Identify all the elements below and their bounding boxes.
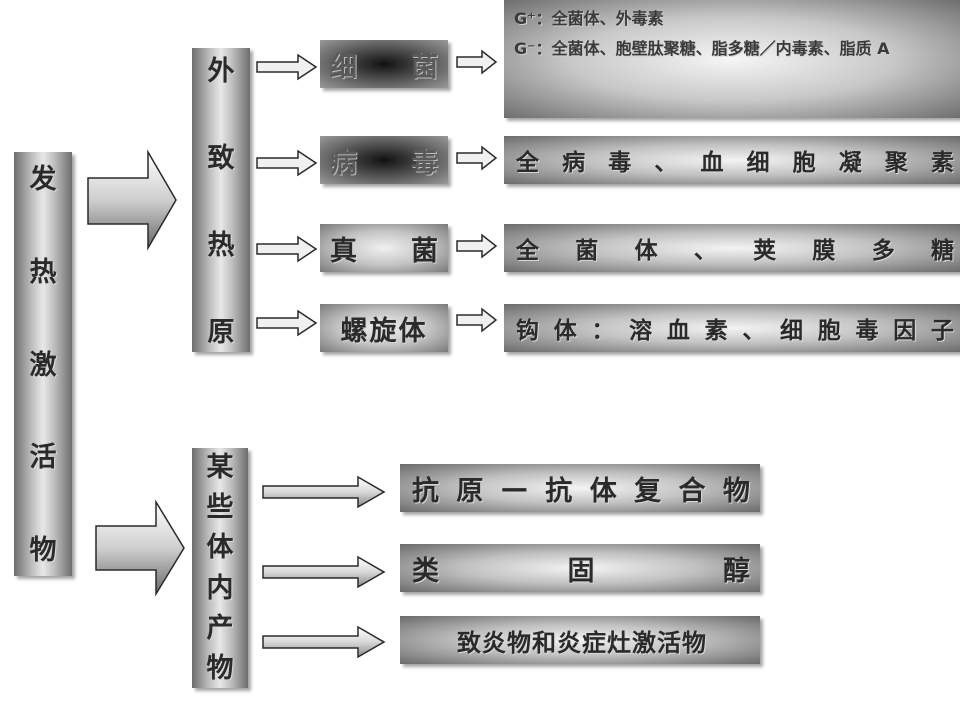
pathogen-bacteria: 细 菌 xyxy=(320,40,448,88)
item-text: 致炎物和炎症灶激活物 xyxy=(457,628,707,657)
detail-char: 子 xyxy=(930,318,954,344)
arrow-to-spirochete-detail xyxy=(456,307,498,333)
bar-char: 热 xyxy=(207,230,235,261)
detail-char: 凝 xyxy=(838,150,862,176)
item-char: 抗 xyxy=(545,475,573,507)
item-char: 复 xyxy=(634,475,662,507)
exogenous-pyrogen-bar: 外 致 热 原 xyxy=(192,48,250,352)
bar-char: 某 xyxy=(206,452,234,483)
detail-char: 菌 xyxy=(575,238,599,264)
detail-char: 素 xyxy=(930,150,954,176)
bar-char: 致 xyxy=(207,143,235,174)
item-char: 体 xyxy=(589,475,617,507)
detail-char: 、 xyxy=(742,318,766,344)
gram-positive-text: G⁺：全菌体、外毒素 xyxy=(514,9,664,28)
bar-char: 物 xyxy=(29,535,57,566)
detail-char: 毒 xyxy=(855,318,879,344)
inflammatory-activator-box: 致炎物和炎症灶激活物 xyxy=(400,616,760,664)
detail-char: 聚 xyxy=(884,150,908,176)
item-char: 原 xyxy=(456,475,484,507)
bacteria-detail-box: G⁺：全菌体、外毒素 G⁻：全菌体、胞壁肽聚糖、脂多糖／内毒素、脂质 A xyxy=(504,0,960,118)
detail-char: 因 xyxy=(893,318,917,344)
gram-negative-text: G⁻：全菌体、胞壁肽聚糖、脂多糖／内毒素、脂质 A xyxy=(514,39,890,58)
arrow-to-fungi-detail xyxy=(456,233,498,259)
pathogen-virus: 病 毒 xyxy=(320,136,448,184)
pyrogenic-activator-bar: 发 热 激 活 物 xyxy=(14,152,72,576)
arrow-to-bacteria xyxy=(256,53,318,81)
detail-char: 全 xyxy=(516,150,539,176)
bar-char: 激 xyxy=(29,349,57,381)
pathogen-spirochete: 螺旋体 xyxy=(320,304,448,352)
detail-char: 血 xyxy=(666,318,690,344)
detail-char: 钩 xyxy=(516,318,539,344)
detail-char: 体 xyxy=(634,238,658,264)
detail-char: 膜 xyxy=(812,238,836,264)
item-char: — xyxy=(500,472,528,504)
arrow-to-virus-detail xyxy=(456,145,498,171)
item-char: 合 xyxy=(678,475,706,507)
pathogen-char: 病 xyxy=(330,147,357,179)
detail-char: 体 xyxy=(553,318,577,344)
big-arrow-upper xyxy=(87,149,177,251)
detail-char: 细 xyxy=(746,150,770,176)
bar-char: 产 xyxy=(206,612,234,644)
item-char: 类 xyxy=(412,555,439,587)
arrow-to-steroid xyxy=(262,555,386,589)
item-char: 物 xyxy=(722,475,750,507)
arrow-to-virus xyxy=(256,149,318,177)
pathogen-fungi: 真 菌 xyxy=(320,224,448,272)
pathogen-char: 真 xyxy=(330,235,357,267)
bar-char: 原 xyxy=(207,317,235,348)
detail-char: 全 xyxy=(516,238,539,264)
detail-char: 、 xyxy=(693,238,717,264)
detail-char: 溶 xyxy=(629,318,653,344)
detail-char: 荚 xyxy=(753,238,777,264)
item-char: 抗 xyxy=(412,475,439,507)
arrow-to-bacteria-detail xyxy=(456,49,498,75)
pathogen-char: 菌 xyxy=(411,235,438,267)
detail-char: 胞 xyxy=(792,150,816,176)
arrow-to-spirochete xyxy=(256,309,318,337)
arrow-to-fungi xyxy=(256,235,318,263)
bar-char: 热 xyxy=(29,256,57,288)
detail-char: 糖 xyxy=(930,238,954,264)
item-char: 醇 xyxy=(723,555,750,587)
bar-char: 体 xyxy=(206,532,234,564)
endogenous-products-bar: 某 些 体 内 产 物 xyxy=(192,448,248,688)
item-char: 固 xyxy=(567,555,595,587)
arrow-to-immune-complex xyxy=(262,475,386,509)
virus-detail-box: 全 病 毒 、 血 细 胞 凝 聚 素 xyxy=(504,136,960,184)
detail-char: 胞 xyxy=(817,318,841,344)
spirochete-detail-box: 钩 体 ： 溶 血 素 、 细 胞 毒 因 子 xyxy=(504,304,960,352)
detail-char: ： xyxy=(591,318,615,344)
bar-char: 外 xyxy=(207,56,235,87)
bar-char: 些 xyxy=(206,492,234,524)
bar-char: 物 xyxy=(206,652,234,684)
detail-char: 素 xyxy=(704,318,728,344)
fungi-detail-box: 全 菌 体 、 荚 膜 多 糖 xyxy=(504,224,960,272)
steroid-box: 类 固 醇 xyxy=(400,544,760,592)
immune-complex-box: 抗 原 — 抗 体 复 合 物 xyxy=(400,464,760,512)
pathogen-char: 螺旋体 xyxy=(340,315,428,347)
bar-char: 活 xyxy=(29,442,57,474)
detail-char: 细 xyxy=(780,318,804,344)
detail-char: 、 xyxy=(654,150,678,176)
arrow-to-inflammatory xyxy=(262,625,386,659)
detail-char: 病 xyxy=(562,150,586,176)
pathogen-char: 菌 xyxy=(411,51,438,83)
detail-char: 多 xyxy=(871,238,895,264)
detail-char: 血 xyxy=(700,150,724,176)
bar-char: 内 xyxy=(206,572,234,604)
big-arrow-lower xyxy=(95,499,185,597)
pathogen-char: 细 xyxy=(330,51,357,83)
bar-char: 发 xyxy=(29,164,57,195)
detail-char: 毒 xyxy=(608,150,632,176)
pathogen-char: 毒 xyxy=(411,147,438,179)
